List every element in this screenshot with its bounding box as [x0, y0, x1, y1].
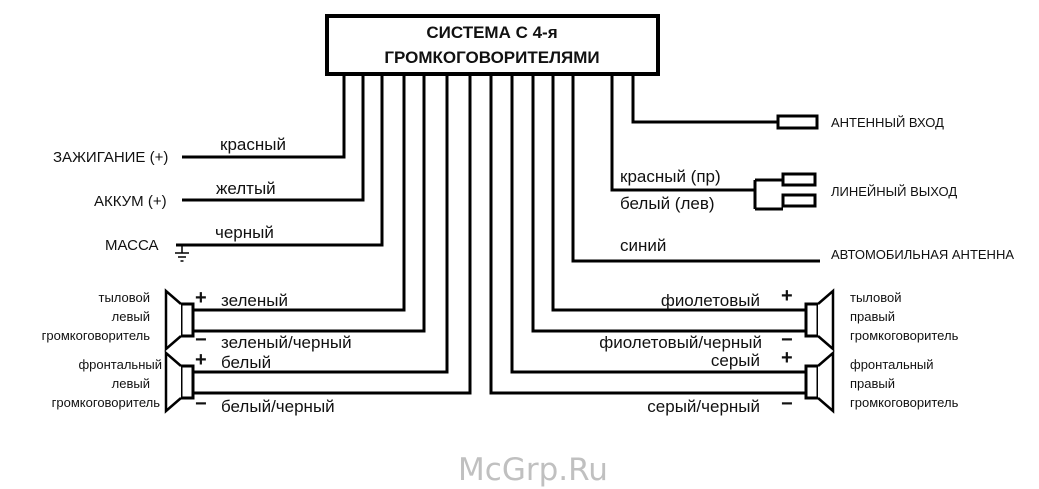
- rear-right-speaker-icon: [804, 288, 835, 352]
- front-right-plus-wire: [510, 74, 806, 374]
- front-right-minus-wire-label: серый/черный: [647, 397, 760, 416]
- front-left-minus-wire: [193, 74, 472, 395]
- ground-label: МАССА: [105, 237, 159, 254]
- line-out-branches: [755, 178, 783, 211]
- line-out-right-wire-label: красный (пр): [620, 167, 721, 186]
- rear-right-minus-sign: −: [781, 329, 793, 351]
- ground-wire: [176, 74, 384, 247]
- rear-left-speaker-label-3: громкоговоритель: [42, 328, 151, 343]
- line-out-label: ЛИНЕЙНЫЙ ВЫХОД: [831, 184, 957, 199]
- front-right-plus-sign: +: [781, 347, 793, 369]
- rear-left-speaker-label-2: левый: [112, 309, 150, 324]
- front-left-plus-wire-label: белый: [221, 353, 271, 372]
- battery-wire-label: желтый: [216, 179, 276, 198]
- rear-left-minus-sign: −: [195, 329, 207, 351]
- unit-title-line-1: СИСТЕМА С 4-я: [426, 23, 557, 42]
- front-right-speaker-icon: [804, 350, 835, 414]
- line-out-left-wire-label: белый (лев): [620, 194, 715, 213]
- front-right-speaker-label-3: громкоговоритель: [850, 395, 959, 410]
- ignition-wire: [182, 74, 346, 159]
- front-left-minus-sign: −: [195, 393, 207, 415]
- rear-left-speaker-label-1: тыловой: [98, 290, 150, 305]
- front-left-speaker-label-3: громкоговоритель: [52, 395, 161, 410]
- rear-right-minus-wire: [531, 74, 806, 333]
- antenna-input-label: АНТЕННЫЙ ВХОД: [831, 115, 944, 130]
- front-right-speaker-label-2: правый: [850, 376, 895, 391]
- rear-right-speaker-label-2: правый: [850, 309, 895, 324]
- line-out-right-connector-icon: [781, 172, 817, 187]
- ground-symbol-icon: [175, 245, 189, 262]
- watermark: McGrp.Ru: [458, 452, 608, 488]
- ignition-label: ЗАЖИГАНИЕ (+): [53, 149, 168, 166]
- battery-wire: [182, 74, 365, 202]
- rear-right-plus-wire-label: фиолетовый: [661, 291, 760, 310]
- front-left-minus-wire-label: белый/черный: [221, 397, 335, 416]
- ground-wire-label: черный: [215, 223, 274, 242]
- rear-left-plus-wire: [193, 74, 406, 312]
- rear-right-speaker-label-1: тыловой: [850, 290, 902, 305]
- rear-right-plus-wire: [551, 74, 806, 312]
- rear-left-minus-wire-label: зеленый/черный: [221, 333, 352, 352]
- rear-left-speaker-icon: [164, 288, 195, 352]
- antenna-input-connector-icon: [776, 114, 819, 130]
- front-left-speaker-label-2: левый: [112, 376, 150, 391]
- unit-title-line-2: ГРОМКОГОВОРИТЕЛЯМИ: [384, 48, 599, 67]
- front-left-plus-sign: +: [195, 349, 207, 371]
- front-left-speaker-label-1: фронтальный: [78, 357, 162, 372]
- rear-left-plus-wire-label: зеленый: [221, 291, 288, 310]
- rear-right-plus-sign: +: [781, 285, 793, 307]
- car-antenna-wire: [571, 74, 820, 263]
- antenna-input-wire: [631, 74, 778, 124]
- rear-right-speaker-label-3: громкоговоритель: [850, 328, 959, 343]
- front-left-plus-wire: [193, 74, 449, 374]
- battery-label: АККУМ (+): [94, 193, 167, 210]
- front-right-speaker-label-1: фронтальный: [850, 357, 934, 372]
- line-out-wire: [610, 74, 755, 192]
- ignition-wire-label: красный: [220, 135, 286, 154]
- front-right-minus-wire: [489, 74, 806, 395]
- front-right-plus-wire-label: серый: [711, 351, 760, 370]
- line-out-left-connector-icon: [781, 193, 817, 208]
- front-left-speaker-icon: [164, 350, 195, 414]
- rear-left-minus-wire: [193, 74, 426, 333]
- rear-left-plus-sign: +: [195, 287, 207, 309]
- car-antenna-label: АВТОМОБИЛЬНАЯ АНТЕННА: [831, 247, 1014, 262]
- rear-right-minus-wire-label: фиолетовый/черный: [599, 333, 762, 352]
- car-antenna-wire-label: синий: [620, 236, 666, 255]
- front-right-minus-sign: −: [781, 393, 793, 415]
